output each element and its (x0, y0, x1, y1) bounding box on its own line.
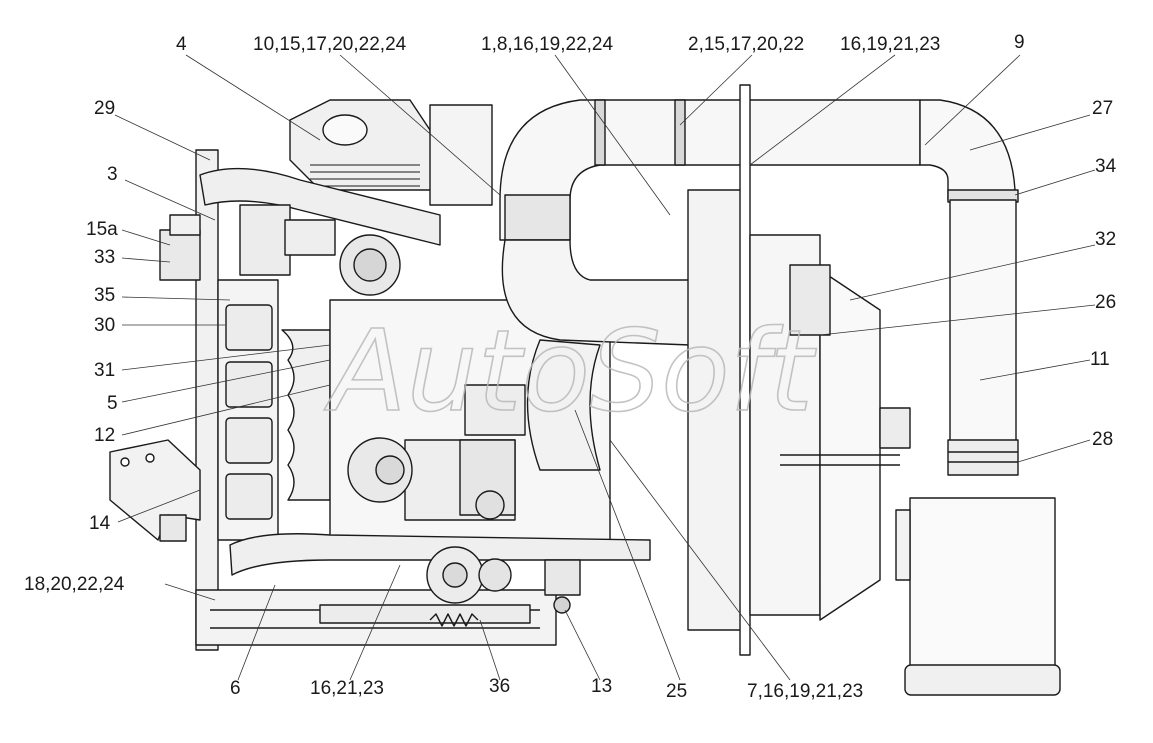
callout-33: 33 (94, 247, 115, 268)
callout-11: 11 (1090, 349, 1110, 370)
callout-13: 13 (591, 676, 612, 697)
muffler-box (909, 497, 1056, 689)
callout-2-15-17-20-22: 2,15,17,20,22 (688, 34, 804, 55)
callout-27: 27 (1092, 98, 1113, 119)
callout-16-19-21-23-top: 16,19,21,23 (840, 34, 940, 55)
callout-32: 32 (1095, 229, 1116, 250)
air-filter-housing (289, 99, 433, 191)
callout-12: 12 (94, 425, 115, 446)
leader-lines (114, 54, 1096, 681)
callout-31: 31 (94, 360, 115, 381)
callout-1-8-16-19-22-24: 1,8,16,19,22,24 (481, 34, 613, 55)
callout-26: 26 (1095, 292, 1116, 313)
callout-36: 36 (489, 676, 510, 697)
callout-18-20-22-24: 18,20,22,24 (24, 574, 125, 595)
callout-4: 4 (176, 34, 187, 55)
callout-34: 34 (1095, 156, 1117, 177)
callout-25: 25 (666, 681, 687, 702)
callout-3: 3 (107, 164, 118, 185)
callout-5: 5 (107, 393, 118, 414)
callout-7-16-19-21-23: 7,16,19,21,23 (747, 681, 863, 702)
callout-14: 14 (89, 513, 111, 534)
callout-15a: 15a (86, 219, 118, 240)
intake-hose (199, 167, 441, 246)
callout-9: 9 (1014, 32, 1025, 53)
callout-30: 30 (94, 315, 115, 336)
watermark: AutoSoft (324, 307, 817, 437)
exhaust-vertical-pipe (949, 199, 1017, 446)
callout-labels: 4 10,15,17,20,22,24 1,8,16,19,22,24 2,15… (24, 32, 1117, 702)
engine-line-art (109, 84, 1061, 696)
callout-35: 35 (94, 285, 115, 306)
callout-10-15-17-20-22-24: 10,15,17,20,22,24 (253, 34, 407, 55)
exhaust-manifold (281, 329, 331, 501)
callout-6: 6 (230, 678, 241, 699)
callout-16-21-23-bottom: 16,21,23 (310, 678, 384, 699)
callout-28: 28 (1092, 429, 1113, 450)
exhaust-elbow (919, 99, 1016, 201)
callout-29: 29 (94, 98, 115, 119)
